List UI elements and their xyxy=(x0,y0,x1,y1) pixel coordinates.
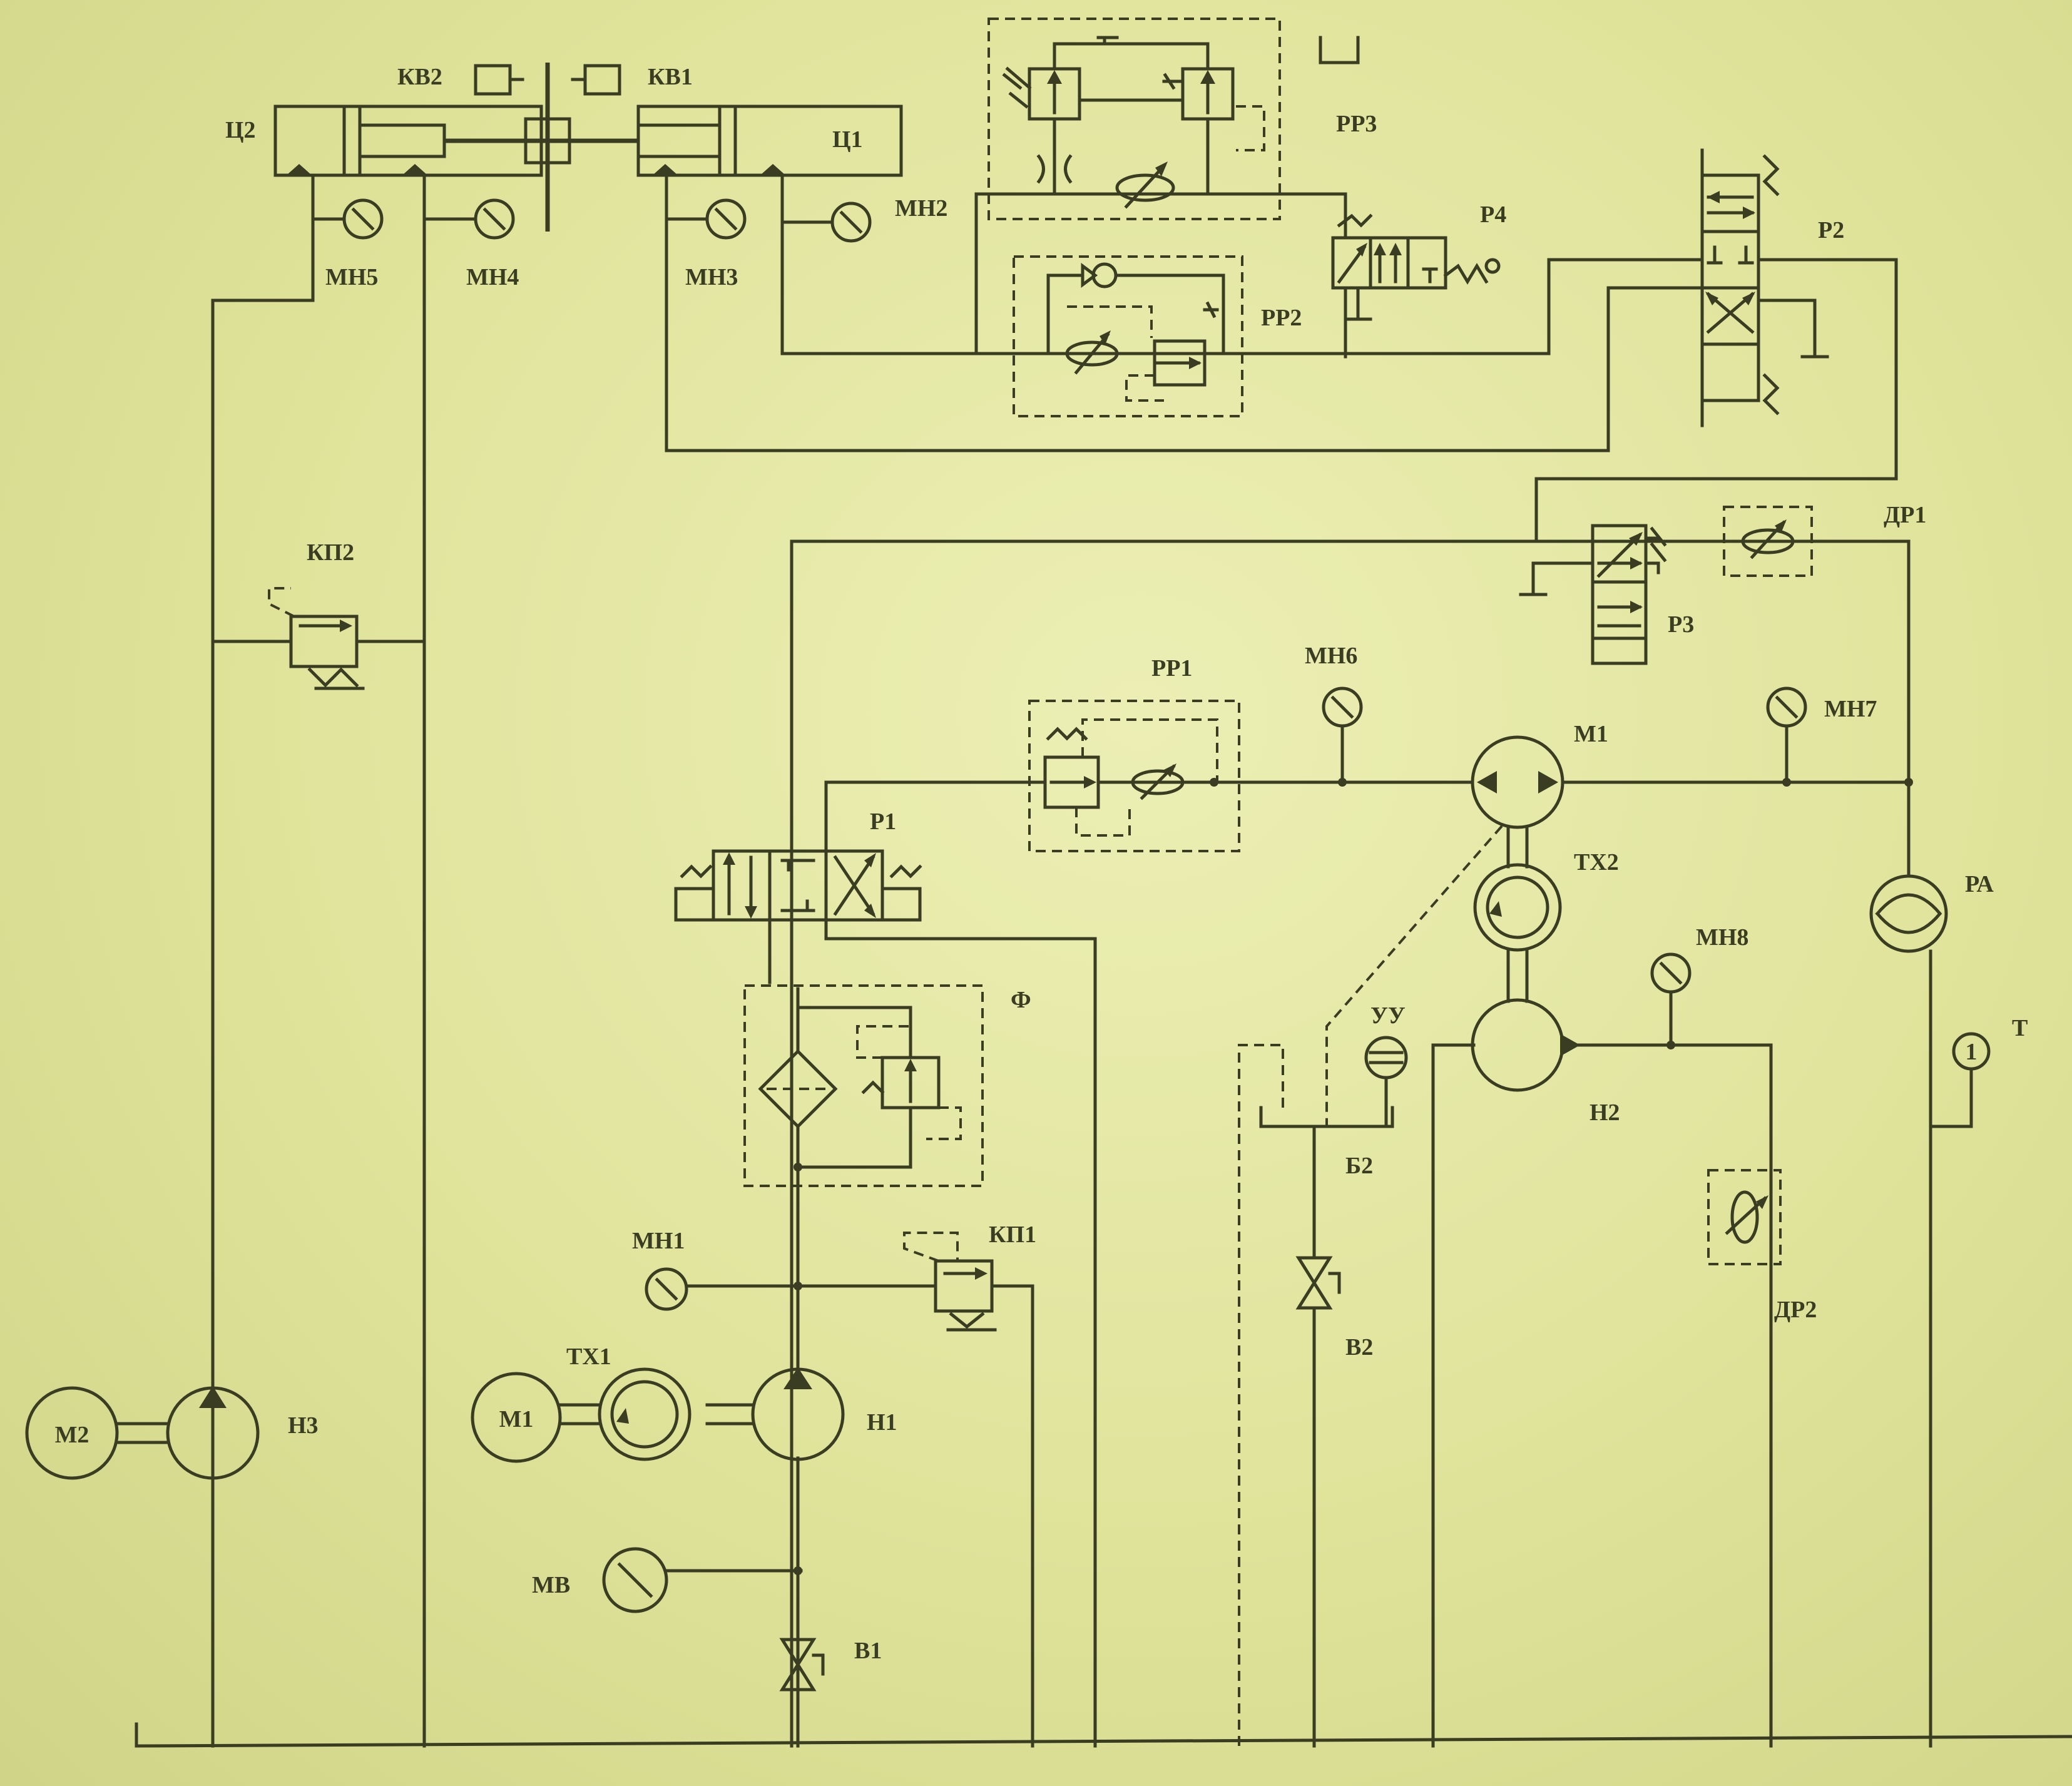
valve-p1 xyxy=(674,849,1097,1748)
label-mn8: МН8 xyxy=(1696,924,1748,951)
label-dr2: ДР2 xyxy=(1774,1297,1817,1323)
label-mn3: МН3 xyxy=(685,264,738,290)
pressure-gauge-mn8 xyxy=(1650,952,1692,1047)
control-unit-yy xyxy=(1325,825,1503,1128)
label-motor-m1: М1 xyxy=(1574,721,1608,747)
label-tx2: ТХ2 xyxy=(1574,849,1619,875)
valve-p2 xyxy=(1700,148,1829,427)
shutoff-valve-v1 xyxy=(779,1638,825,1692)
relief-valve-kp1 xyxy=(903,1232,1034,1748)
label-n3: Н3 xyxy=(288,1412,319,1439)
pressure-gauge-mn3 xyxy=(665,198,747,240)
c2-c1-pressure-lines xyxy=(211,173,1898,1748)
pressure-gauge-mn1 xyxy=(645,1267,937,1311)
label-rr3: РР3 xyxy=(1336,111,1377,137)
hydraulic-motor-m1 xyxy=(1471,735,1564,829)
throttle-dr1 xyxy=(1723,506,1813,577)
electric-motor-m1 xyxy=(471,1372,562,1463)
label-mn6: МН6 xyxy=(1305,643,1357,669)
pressure-reducer-rr3 xyxy=(988,18,1281,220)
drain-line-upper xyxy=(790,539,1911,1748)
filter-f xyxy=(743,984,984,1187)
relief-valve-kp2 xyxy=(211,587,426,690)
pressure-gauge-mn4 xyxy=(422,198,515,240)
label-mv: МВ xyxy=(532,1572,570,1598)
label-v1: В1 xyxy=(854,1638,882,1664)
tank-symbol-rr3 xyxy=(1319,36,1360,64)
throttle-dr2 xyxy=(1707,1169,1782,1265)
label-p1: Р1 xyxy=(870,809,896,835)
torque-meter-tx1 xyxy=(558,1367,755,1461)
pump-n1 xyxy=(751,1367,845,1461)
label-b2: Б2 xyxy=(1345,1153,1373,1179)
label-kp1: КП1 xyxy=(989,1222,1036,1248)
label-drive-m1: М1 xyxy=(499,1406,534,1432)
pressure-gauge-mn7 xyxy=(1766,686,1807,781)
label-yy: УУ xyxy=(1370,1003,1406,1029)
tank-return-line xyxy=(135,1722,2072,1748)
piston-rod xyxy=(444,63,638,232)
label-dr1: ДР1 xyxy=(1884,502,1926,528)
flow-meter-pa xyxy=(1869,780,1948,1748)
label-tx1: ТХ1 xyxy=(566,1344,611,1370)
label-kv2: КВ2 xyxy=(397,64,442,90)
label-t: Т xyxy=(2012,1015,2028,1041)
pressure-gauge-mn6 xyxy=(1322,686,1363,781)
label-f: Ф xyxy=(1011,987,1031,1013)
tank-b2 xyxy=(1238,1044,1394,1748)
pressure-gauge-mn2 xyxy=(780,202,872,243)
torque-meter-tx2 xyxy=(1473,825,1562,1003)
valve-p4 xyxy=(1331,213,1501,359)
label-kv1: КВ1 xyxy=(648,64,693,90)
label-c1: Ц1 xyxy=(832,126,863,153)
pressure-reducer-rr1 xyxy=(1028,700,1240,852)
main-line-rr1-m1 xyxy=(824,778,1913,853)
label-p2: Р2 xyxy=(1818,217,1844,243)
label-kp2: КП2 xyxy=(307,539,354,566)
label-mn1: МН1 xyxy=(632,1228,685,1254)
label-n1: Н1 xyxy=(867,1409,897,1436)
label-mn2: МН2 xyxy=(895,195,947,222)
label-p3: Р3 xyxy=(1668,611,1694,638)
electric-motor-m2 xyxy=(25,1386,170,1480)
limit-switch-kv1 xyxy=(571,64,621,96)
valve-p3 xyxy=(1519,524,1667,665)
pressure-gauge-mn5 xyxy=(311,198,384,240)
label-mn7: МН7 xyxy=(1824,696,1877,722)
label-n2: Н2 xyxy=(1590,1100,1620,1126)
label-m2: М2 xyxy=(55,1422,89,1448)
label-c2: Ц2 xyxy=(225,117,256,143)
label-rr1: РР1 xyxy=(1151,655,1192,681)
label-rr2: РР2 xyxy=(1261,305,1302,331)
vacuum-gauge-mv xyxy=(602,1547,803,1613)
label-mn5: МН5 xyxy=(325,264,378,290)
pressure-reducer-rr2 xyxy=(1013,255,1243,417)
label-v2: В2 xyxy=(1345,1334,1373,1360)
label-mn4: МН4 xyxy=(466,264,519,290)
thermometer-symbol: 1 xyxy=(1966,1039,1978,1065)
pressure-line-n1 xyxy=(794,1125,802,1748)
label-p4: Р4 xyxy=(1480,202,1506,228)
label-pa: РА xyxy=(1965,871,1994,897)
pump-n2 xyxy=(1431,998,1773,1748)
limit-switch-kv2 xyxy=(474,64,524,96)
thermometer-t: 1 xyxy=(1929,1032,1991,1128)
